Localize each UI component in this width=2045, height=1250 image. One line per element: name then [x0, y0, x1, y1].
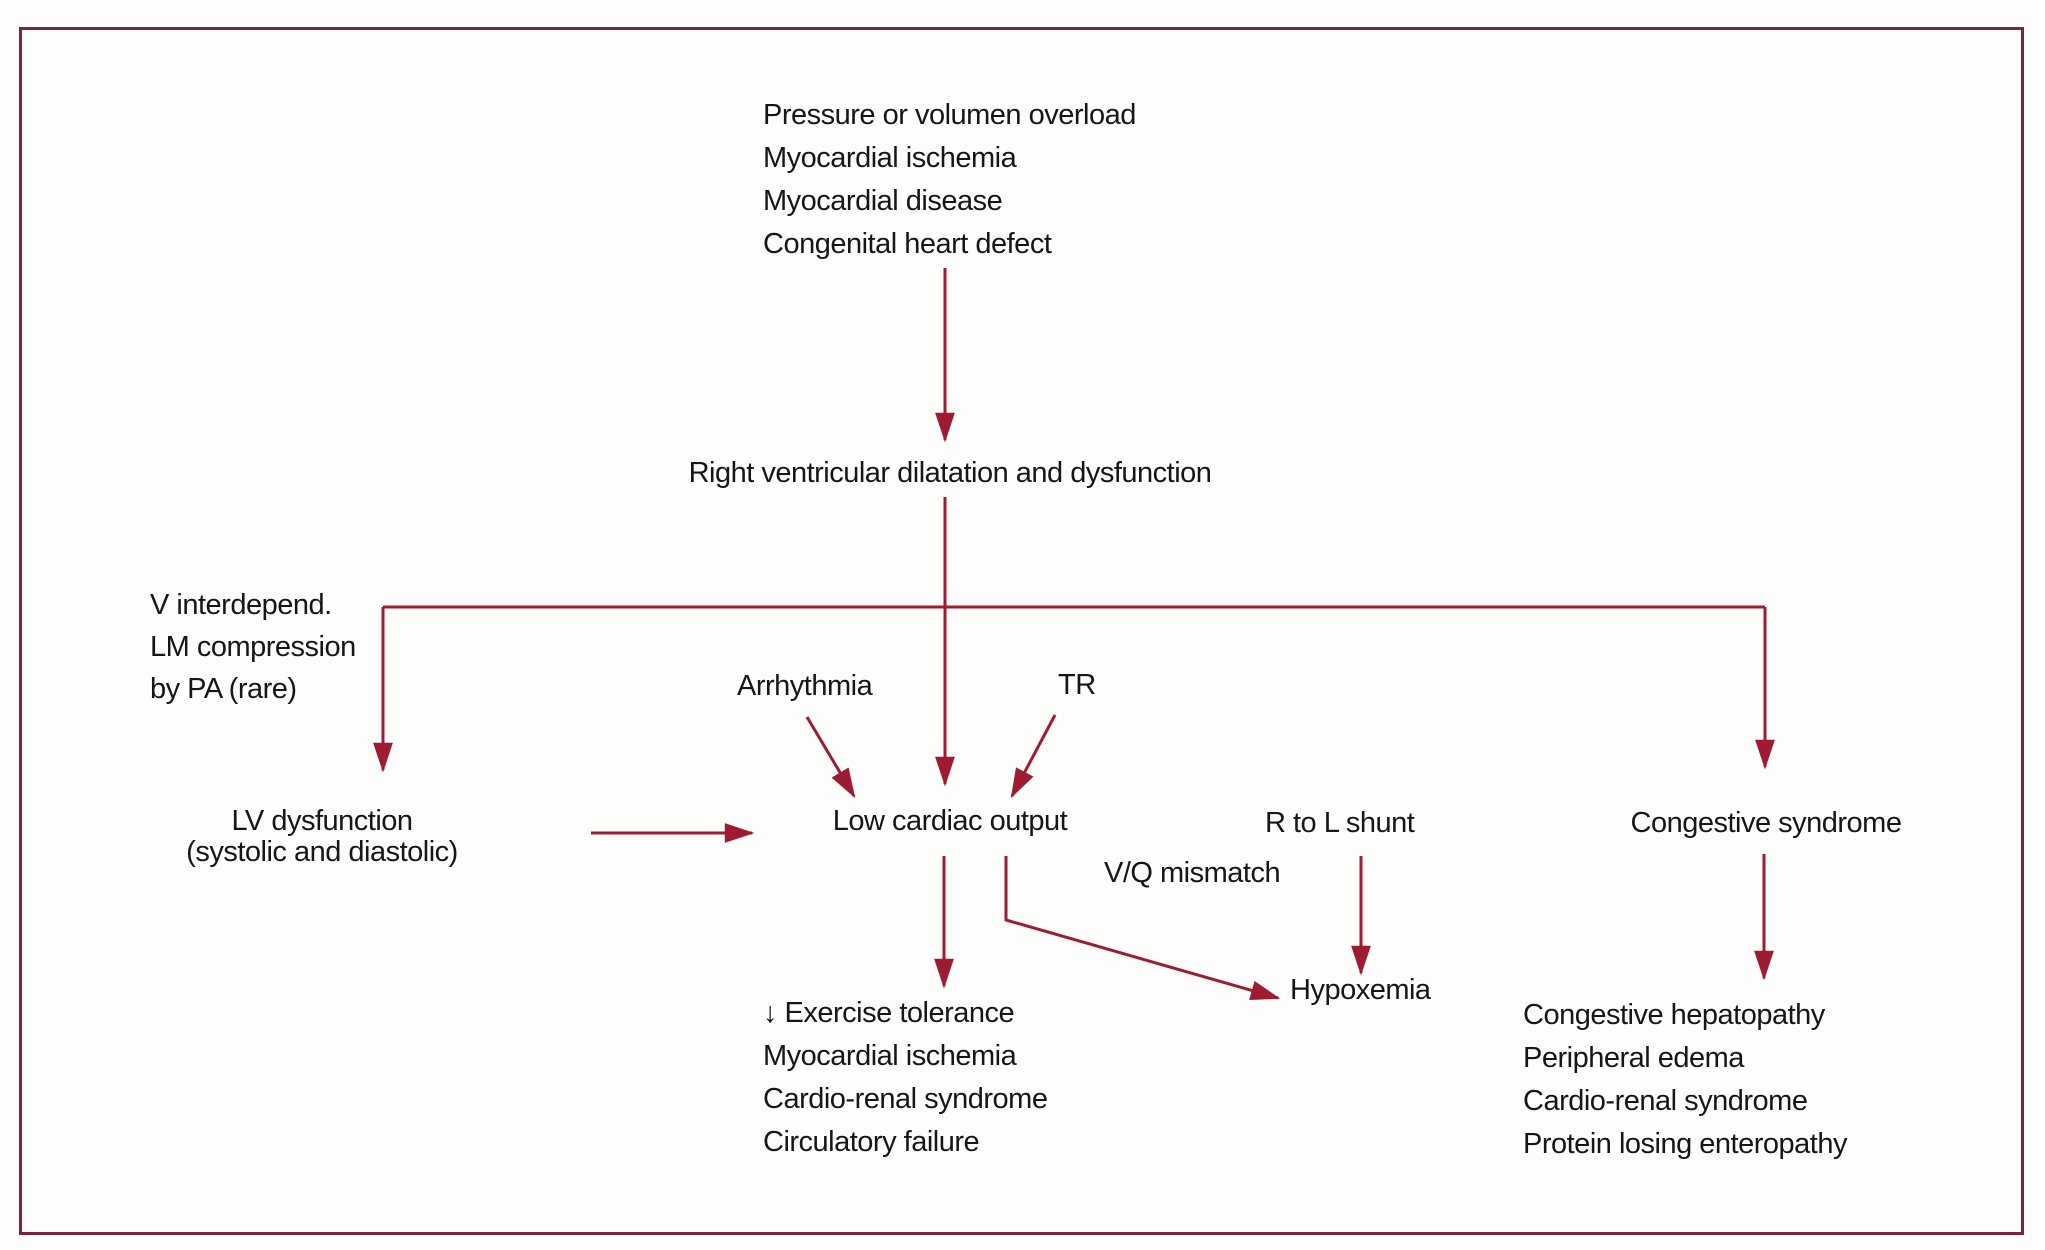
consequence-line: ↓ Exercise tolerance [763, 997, 1015, 1029]
mechanism-line: LM compression [150, 631, 356, 663]
consequence-line: Cardio-renal syndrome [1523, 1085, 1808, 1117]
mechanism-line: V interdepend. [150, 589, 332, 621]
arrow-tr-to-low-output [1010, 714, 1057, 799]
arrow-arrhythmia-to-low-output [805, 716, 856, 799]
low-cardiac-output-node: Low cardiac output [832, 805, 1068, 837]
top-causes-list: Pressure or volumen overload Myocardial … [763, 94, 1136, 266]
diagram-border [19, 27, 2024, 1235]
lv-dysfunction-line: (systolic and diastolic) [186, 836, 458, 868]
cause-line: Myocardial ischemia [763, 142, 1017, 174]
mechanism-line: by PA (rare) [150, 673, 297, 705]
tr-label: TR [1058, 669, 1096, 701]
vq-mismatch-label: V/Q mismatch [1104, 857, 1281, 889]
consequence-line: Congestive hepatopathy [1523, 999, 1825, 1031]
consequence-line: Myocardial ischemia [763, 1040, 1017, 1072]
rv-dilatation-node: Right ventricular dilatation and dysfunc… [688, 457, 1212, 489]
lv-dysfunction-node: LV dysfunction (systolic and diastolic) [157, 806, 487, 868]
r-to-l-shunt-node: R to L shunt [1265, 807, 1415, 839]
congestive-syndrome-node: Congestive syndrome [1630, 807, 1902, 839]
cause-line: Congenital heart defect [763, 228, 1052, 260]
consequence-line: Cardio-renal syndrome [763, 1083, 1048, 1115]
hypoxemia-node: Hypoxemia [1290, 974, 1431, 1006]
lv-dysfunction-line: LV dysfunction [231, 805, 413, 837]
arrow-low-output-to-hypoxemia [1004, 856, 1281, 1001]
low-output-consequences-list: ↓ Exercise tolerance Myocardial ischemia… [763, 992, 1048, 1164]
cause-line: Pressure or volumen overload [763, 99, 1136, 131]
cause-line: Myocardial disease [763, 185, 1003, 217]
arrhythmia-label: Arrhythmia [737, 670, 873, 702]
left-mechanisms-list: V interdepend. LM compression by PA (rar… [150, 584, 356, 710]
consequence-line: Circulatory failure [763, 1126, 980, 1158]
consequence-line: Peripheral edema [1523, 1042, 1744, 1074]
consequence-line: Protein losing enteropathy [1523, 1128, 1847, 1160]
congestive-consequences-list: Congestive hepatopathy Peripheral edema … [1523, 994, 1847, 1166]
